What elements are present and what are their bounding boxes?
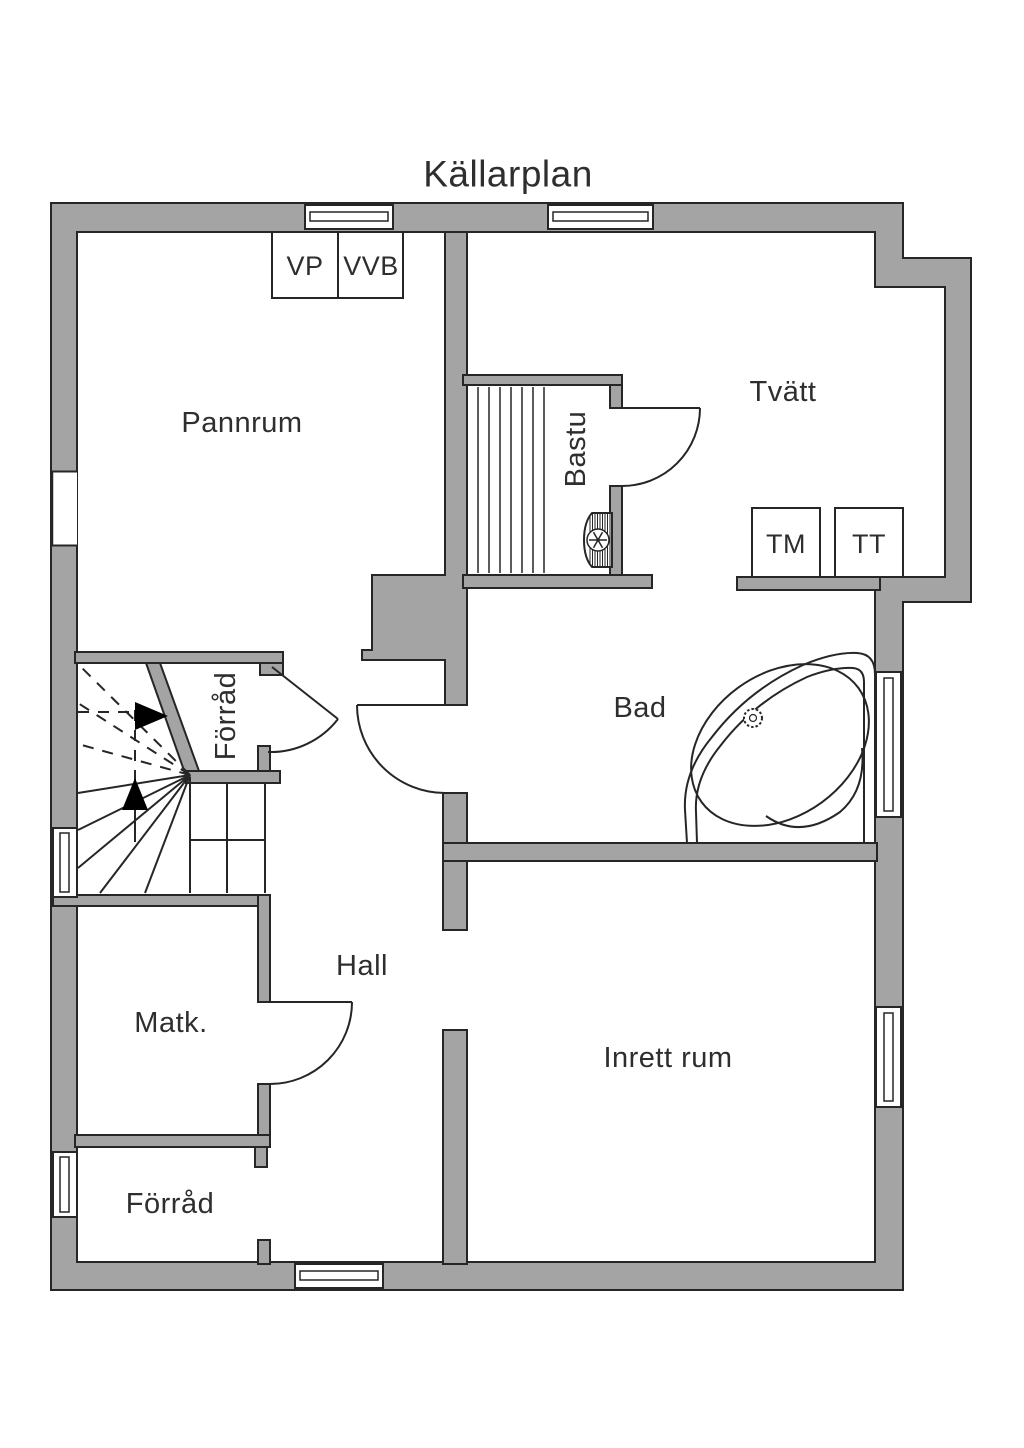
sauna-benches [477,387,545,573]
wall-tvatt-bottom [736,576,881,591]
equipment-label-vp: VP [286,251,323,281]
room-label-matk: Matk. [134,1007,207,1039]
wall-bastu-top [462,374,623,386]
exterior-walls [50,202,972,1291]
room-label-bad: Bad [613,692,666,724]
wall-forrad-doorway-stub [257,1239,271,1265]
wall-hall-inrett-upper [442,860,468,931]
doors [267,407,701,1085]
wall-hall-inrett-lower [442,1029,468,1265]
wall-bastu-bottom [462,574,653,589]
window-top-right [547,204,654,230]
wall-bad-door-stub [442,792,468,846]
wall-matk-right-upper [257,894,271,1003]
tm-box [751,507,821,578]
door-bad [356,704,446,794]
vvb-box [337,231,404,299]
door-storage-under-stairs [267,666,339,754]
sauna-heater-icon [582,512,613,568]
wall-bastu-right-upper [609,384,623,409]
stairs [77,665,266,894]
window-top-left [304,204,394,230]
stairs-straight-treads [190,783,266,893]
wall-central-block [361,231,468,706]
equipment-label-tm: TM [766,529,806,559]
room-label-bastu: Bastu [560,411,592,488]
vp-box [271,231,339,299]
wall-storage-bottom [185,770,281,784]
room-label-forrad-under-stairs: Förråd [210,672,242,760]
door-bastu [621,407,701,487]
wall-matk-right-lower [257,1083,271,1138]
window-right-inrett [875,1006,902,1108]
stairs-direction-arrows [122,702,168,810]
stairs-upper-flight-dashed [77,665,191,782]
tt-box [834,507,904,578]
window-left-forrad [52,1151,78,1218]
room-label-pannrum: Pannrum [181,407,302,439]
window-left-stairs [52,827,78,898]
wall-matk-bottom-stub [254,1146,268,1168]
equipment-label-vvb: VVB [343,251,399,281]
bathtub-icon [683,651,876,844]
wall-matk-bottom [74,1134,271,1148]
equipment-boxes [271,231,904,578]
room-label-inrett-rum: Inrett rum [603,1042,732,1074]
window-bottom [294,1263,384,1289]
bathtub-drain-icon [743,708,763,728]
room-label-hall: Hall [336,950,388,982]
door-matk [269,1001,353,1085]
wall-bad-bottom [442,842,878,862]
wall-stairwell-top [74,651,284,664]
room-label-forrad-bottom: Förråd [126,1188,214,1220]
wall-matk-top [52,894,271,907]
wall-storage-stub [257,745,271,772]
page-title: Källarplan [423,154,593,195]
room-label-tvatt: Tvätt [750,376,817,408]
wall-opening-left [51,470,77,547]
arrow-right-icon [135,702,168,730]
interior-walls [52,231,881,1265]
window-right-bad [875,671,902,818]
windows [52,204,902,1289]
arrow-up-icon [122,778,148,810]
equipment-label-tt: TT [852,529,886,559]
